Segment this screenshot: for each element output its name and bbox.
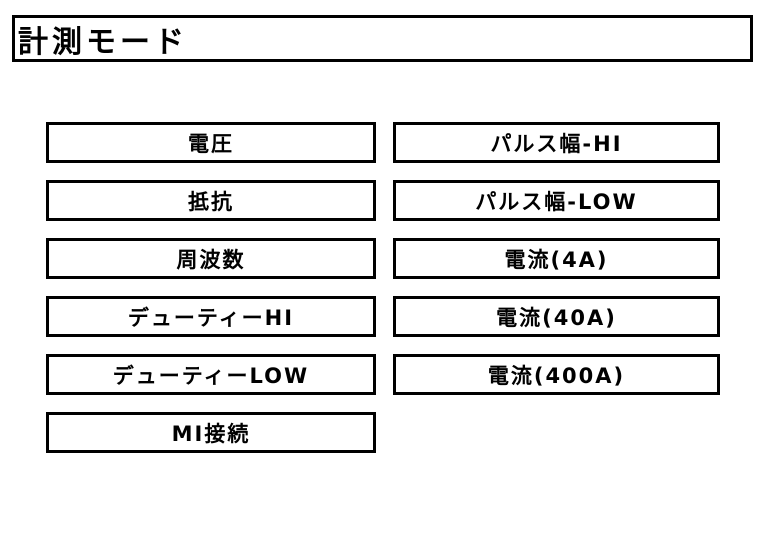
mode-buttons-right-column: パルス幅-HI パルス幅-LOW 電流(4A) 電流(40A) 電流(400A) <box>393 122 720 395</box>
mode-button-current-40a[interactable]: 電流(40A) <box>393 296 720 337</box>
mode-buttons-left-column: 電圧 抵抗 周波数 デューティーHI デューティーLOW MI接続 <box>46 122 376 453</box>
mode-button-voltage[interactable]: 電圧 <box>46 122 376 163</box>
mode-button-mi-connection[interactable]: MI接続 <box>46 412 376 453</box>
mode-button-current-4a[interactable]: 電流(4A) <box>393 238 720 279</box>
mode-button-duty-low[interactable]: デューティーLOW <box>46 354 376 395</box>
mode-button-frequency[interactable]: 周波数 <box>46 238 376 279</box>
mode-button-pulse-width-low[interactable]: パルス幅-LOW <box>393 180 720 221</box>
mode-button-pulse-width-hi[interactable]: パルス幅-HI <box>393 122 720 163</box>
page-title: 計測モード <box>18 24 188 60</box>
mode-button-current-400a[interactable]: 電流(400A) <box>393 354 720 395</box>
mode-button-duty-hi[interactable]: デューティーHI <box>46 296 376 337</box>
mode-button-resistance[interactable]: 抵抗 <box>46 180 376 221</box>
page-title-bar: 計測モード <box>12 15 753 62</box>
